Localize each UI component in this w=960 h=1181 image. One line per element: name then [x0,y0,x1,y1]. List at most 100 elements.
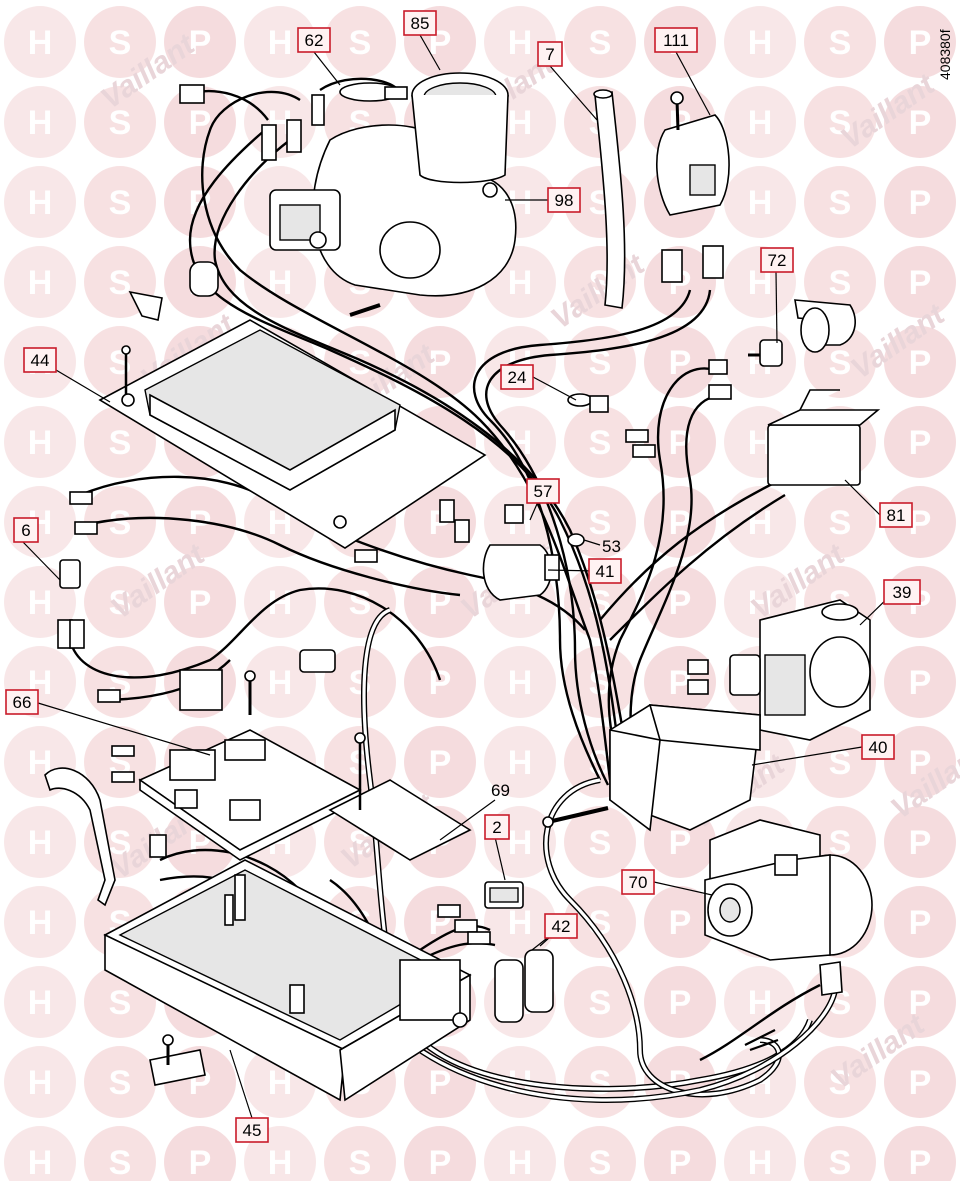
svg-text:42: 42 [552,917,571,936]
callout-6[interactable]: 6 [13,517,39,543]
watermark-circle [564,1126,636,1181]
watermark-letter: H [748,584,773,622]
watermark-circle [404,326,476,398]
watermark-letter: H [28,184,53,222]
watermark-circle [884,886,956,958]
watermark-circle [244,6,316,78]
watermark-circle [244,566,316,638]
watermark-letter: H [508,904,533,942]
watermark-circle [804,726,876,798]
watermark-letter: S [109,1064,132,1102]
watermark-letter: H [268,24,293,62]
watermark-letter: S [589,344,612,382]
watermark-letter: S [589,664,612,702]
watermark-letter: P [429,1144,452,1181]
watermark-letter: P [429,344,452,382]
callout-98[interactable]: 98 [547,187,581,213]
watermark-letter: H [28,584,53,622]
callout-53[interactable]: 53 [602,537,621,556]
watermark-circle [884,406,956,478]
watermark-circle [4,166,76,238]
svg-text:72: 72 [768,251,787,270]
watermark-letter: H [28,264,53,302]
callout-62[interactable]: 62 [297,27,331,53]
callout-72[interactable]: 72 [760,247,794,273]
callout-111[interactable]: 111 [654,27,698,53]
watermark-letter: S [109,104,132,142]
wiring-harness [68,77,838,1103]
watermark-circle [84,166,156,238]
callout-70[interactable]: 70 [621,869,655,895]
watermark-letter: P [909,984,932,1022]
svg-text:85: 85 [411,14,430,33]
svg-text:40: 40 [869,738,888,757]
watermark-letter: P [189,1144,212,1181]
pcb-66 [44,729,362,907]
watermark-circle [484,726,556,798]
watermark-letter: H [508,24,533,62]
watermark-letter: S [349,24,372,62]
callout-2[interactable]: 2 [484,814,510,840]
callout-39[interactable]: 39 [883,579,921,605]
mains-cable-plug [744,961,843,1052]
callout-44[interactable]: 44 [23,347,57,373]
callout-41[interactable]: 41 [588,558,622,584]
callout-69[interactable]: 69 [491,781,510,800]
watermark-letter: S [829,504,852,542]
watermark-circle [804,6,876,78]
watermark-letter: P [909,744,932,782]
watermark-letter: S [109,504,132,542]
svg-text:70: 70 [629,873,648,892]
watermark-letter: S [829,344,852,382]
watermark-circle [724,6,796,78]
watermark-circle [644,886,716,958]
watermark-circle [724,166,796,238]
cover-plate-69 [328,732,472,861]
watermark-letter: H [748,104,773,142]
watermark-circle [484,406,556,478]
svg-text:6: 6 [21,521,30,540]
watermark-letter: S [109,824,132,862]
watermark-circle [804,1046,876,1118]
watermark-circle [884,166,956,238]
watermark-letter: H [28,24,53,62]
watermark-circle [324,646,396,718]
watermark-letter: S [349,664,372,702]
callout-57[interactable]: 57 [526,478,560,504]
watermark-circle [4,406,76,478]
watermark-letter: H [268,264,293,302]
callout-66[interactable]: 66 [5,689,39,715]
watermark-circle [884,86,956,158]
watermark-circle [564,326,636,398]
callout-45[interactable]: 45 [235,1117,269,1143]
callout-42[interactable]: 42 [544,913,578,939]
watermark-letter: S [109,24,132,62]
watermark-letter: P [429,744,452,782]
svg-text:7: 7 [545,45,554,64]
watermark-letter: P [909,104,932,142]
callout-7[interactable]: 7 [537,41,563,67]
watermark-letter: S [349,1144,372,1181]
watermark-circle [244,246,316,318]
callout-24[interactable]: 24 [500,364,534,390]
watermark-letter: H [508,1144,533,1181]
watermark-circle [644,406,716,478]
watermark-circle [484,646,556,718]
watermark-letter: S [589,1064,612,1102]
watermark-letter: S [589,504,612,542]
callout-85[interactable]: 85 [403,10,437,36]
watermark-circle [564,886,636,958]
watermark-letter: H [28,424,53,462]
svg-text:111: 111 [663,31,689,50]
watermark-letter: P [909,1144,932,1181]
watermark-letter: P [669,984,692,1022]
watermark-letter: S [109,984,132,1022]
watermark-letter: P [429,664,452,702]
watermark-letter: H [28,824,53,862]
callout-40[interactable]: 40 [861,734,895,760]
pump-70 [704,819,873,961]
callout-81[interactable]: 81 [879,502,913,528]
watermark-circle [884,1126,956,1181]
watermark-letter: H [748,184,773,222]
watermark-circle [884,966,956,1038]
